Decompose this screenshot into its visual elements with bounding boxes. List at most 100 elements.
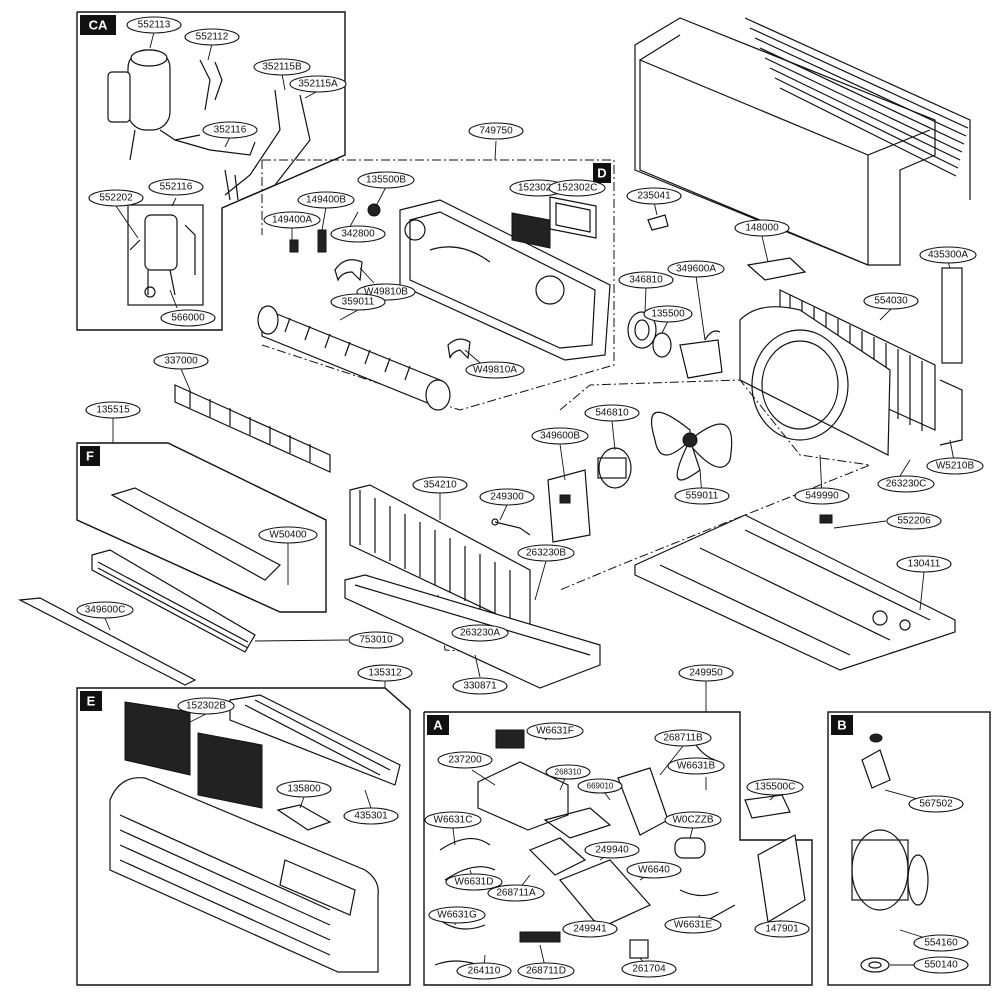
part-tag: 130411 <box>896 555 952 573</box>
section-label-d: D <box>593 163 611 183</box>
part-tag: W6631B <box>667 757 725 775</box>
base-pan-130411 <box>634 514 956 671</box>
part-tag: 554160 <box>913 934 969 952</box>
fan-motor-346810 <box>627 311 657 349</box>
panel-135500C <box>744 794 791 819</box>
part-number: 559011 <box>686 491 719 502</box>
tube-set-352115 <box>224 89 311 201</box>
bracket-148000 <box>746 257 807 281</box>
section-label-f: F <box>80 446 100 466</box>
clip-W49810A <box>447 338 471 360</box>
part-number: 263230C <box>886 479 927 490</box>
part-number: 342800 <box>341 229 375 240</box>
part-tag: 249950 <box>678 664 734 682</box>
part-tag: 235041 <box>626 187 682 205</box>
part-number: 149400A <box>272 215 312 226</box>
part-tag: 669010 <box>577 778 623 794</box>
part-number: 349600A <box>676 264 716 275</box>
bushing-135500B <box>367 203 381 217</box>
pcb-268711D <box>519 931 561 943</box>
section-label-a-text: A <box>433 718 443 733</box>
part-number: 249941 <box>573 924 607 935</box>
section-box-f <box>76 442 327 613</box>
part-tag: 337000 <box>153 352 209 370</box>
part-tag: 149400B <box>297 191 355 209</box>
grille-337000 <box>174 384 331 473</box>
cross-flow-fan-359011 <box>257 305 451 411</box>
part-tag: 135800 <box>276 780 332 798</box>
part-number: 268711D <box>526 966 566 977</box>
part-number: 135515 <box>96 405 130 416</box>
part-number: 669010 <box>587 782 614 791</box>
part-tag: 559011 <box>674 487 730 505</box>
control-box-237200 <box>477 729 569 831</box>
part-tag: 268711A <box>487 884 545 902</box>
part-number: 753010 <box>359 635 393 646</box>
part-tag: 435300A <box>919 246 977 264</box>
part-number: 152302B <box>186 701 226 712</box>
part-tag: 135500 <box>643 305 693 323</box>
part-tag: 149400A <box>263 211 321 229</box>
part-tag: 264110 <box>456 962 512 980</box>
clip-W49810B <box>334 259 363 282</box>
section-box-b <box>827 711 991 986</box>
part-number: 135500C <box>755 782 796 793</box>
section-label-f-text: F <box>86 449 94 464</box>
part-number: 249950 <box>689 668 723 679</box>
part-number: 135800 <box>287 784 321 795</box>
part-number: 235041 <box>637 191 671 202</box>
part-tag: 135312 <box>357 664 413 682</box>
part-tag: 550140 <box>913 956 969 974</box>
filter-152302B <box>124 701 263 809</box>
part-tag: 349600A <box>667 260 725 278</box>
part-tag: W6631E <box>664 916 722 934</box>
part-number: 566000 <box>171 313 205 324</box>
part-number: W6631C <box>434 815 473 826</box>
part-tag: 566000 <box>160 309 216 327</box>
part-tag: 135515 <box>85 401 141 419</box>
part-number: W6631E <box>674 920 713 931</box>
part-tag: W6640 <box>626 861 682 879</box>
section-label-a: A <box>427 715 449 735</box>
part-number: 554030 <box>874 296 908 307</box>
part-number: 147901 <box>765 924 799 935</box>
capacitor-W0CZZB <box>674 837 706 859</box>
part-number: 554160 <box>924 938 958 949</box>
part-number: 264110 <box>468 966 501 977</box>
part-tag: 135500B <box>357 171 415 189</box>
tube-W5210B <box>939 379 963 446</box>
part-tag: 359011 <box>330 293 386 311</box>
part-number: W6631D <box>455 877 494 888</box>
bracket-349600B <box>547 469 591 543</box>
bushing-135500 <box>652 332 672 358</box>
section-label-e-text: E <box>87 694 96 709</box>
section-box-e <box>76 687 411 986</box>
compressor-554160 <box>851 829 929 911</box>
evaporator-354210 <box>349 484 531 631</box>
fan-blade-559011 <box>651 411 733 481</box>
part-tag: 753010 <box>348 631 404 649</box>
part-tag: 552112 <box>184 28 240 46</box>
part-number: 352115A <box>298 79 338 90</box>
part-tag: 346810 <box>618 271 674 289</box>
part-tag: 152302C <box>548 179 606 197</box>
bracket-249940 <box>559 859 651 929</box>
outer-case <box>634 17 936 266</box>
section-label-e: E <box>80 691 102 711</box>
heater-753010 <box>91 549 256 653</box>
part-number: 135500 <box>651 309 685 320</box>
part-number: 261704 <box>632 964 666 975</box>
part-number: 359011 <box>342 297 375 308</box>
part-tag: 342800 <box>330 225 386 243</box>
section-label-b: B <box>831 715 853 735</box>
part-number: W50400 <box>269 530 307 541</box>
shroud-549990 <box>739 306 891 456</box>
part-tag: W49810A <box>465 361 525 379</box>
part-tag: 352116 <box>202 121 258 139</box>
part-number: 263230B <box>526 548 566 559</box>
section-label-ca: CA <box>80 15 116 35</box>
part-tag: 552116 <box>148 178 204 196</box>
part-tag: 352115B <box>253 58 311 76</box>
part-number: 352115B <box>262 62 302 73</box>
